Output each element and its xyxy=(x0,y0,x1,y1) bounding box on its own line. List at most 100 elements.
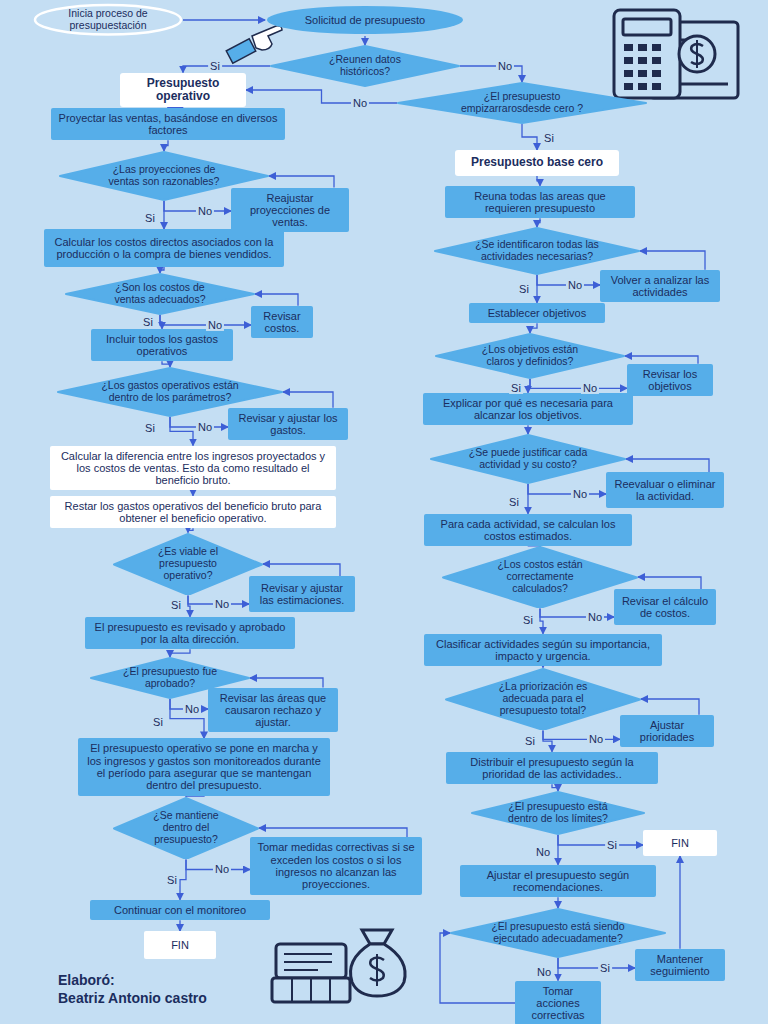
node-label: ¿El presupuesto está siendo ejecutado ad… xyxy=(491,921,625,945)
node-text-wrap: Revisar los objetivos xyxy=(632,368,708,393)
connector xyxy=(530,323,537,333)
node-text-wrap: Revisar y ajustar las estimaciones. xyxy=(254,582,350,607)
process-box: Revisar y ajustar las estimaciones. xyxy=(249,576,355,612)
node-label: Revisar y ajustar los gastos. xyxy=(233,412,343,437)
node-text-wrap: Reuna todas las areas que requieren pres… xyxy=(450,190,630,215)
node-outline xyxy=(35,5,181,35)
node-label: Revisar el cálculo de costos. xyxy=(619,595,711,620)
node-label: Reajustar proyecciones de ventas. xyxy=(236,192,344,229)
process-box: Explicar por qué es necesaria para alcan… xyxy=(423,393,633,426)
connector xyxy=(558,835,643,845)
node-text-wrap: Para cada actividad, se calculan los cos… xyxy=(429,518,627,543)
node-label: Solicitud de presupuesto xyxy=(285,14,445,26)
process-box: Proyectar las ventas, basándose en diver… xyxy=(51,108,285,141)
connector xyxy=(183,66,270,73)
process-box: Tomar medidas correctivas si se exceden … xyxy=(250,837,422,894)
node-text-wrap: FIN xyxy=(149,939,211,951)
node-label: Proyectar las ventas, basándose en diver… xyxy=(56,112,280,137)
node-text-wrap: Ajustar el presupuesto según recomendaci… xyxy=(465,869,651,894)
edge-label: Si xyxy=(165,874,179,886)
connector xyxy=(537,218,540,227)
connector xyxy=(626,459,709,472)
process-box: Clasificar actividades según su importan… xyxy=(424,634,662,667)
edge-label: Si xyxy=(521,614,535,626)
node-text-wrap: Mantener seguimiento xyxy=(640,953,720,978)
node-text-wrap: ¿Son los costos de ventas adecuados? xyxy=(101,282,219,306)
node-label: ¿El presupuesto empizarrarosdesde cero ? xyxy=(445,91,600,115)
node-text-wrap: Ajustar prioridades xyxy=(625,719,709,744)
connector xyxy=(246,90,397,103)
edge-label: Si xyxy=(542,132,556,144)
node-text-wrap: Proyectar las ventas, basándose en diver… xyxy=(56,112,280,137)
node-label: Establecer objetivos xyxy=(474,307,600,319)
decision-diamond: ¿Es viable el presupuesto operativo? xyxy=(113,533,263,596)
process-box: Reevaluar o eliminar la actividad. xyxy=(606,472,724,508)
node-text-wrap: Continuar con el monitoreo xyxy=(95,904,265,916)
node-text-wrap: Establecer objetivos xyxy=(474,307,600,319)
node-label: ¿El presupuesto está dentro de los límit… xyxy=(504,801,612,825)
process-box: Reajustar proyecciones de ventas. xyxy=(231,188,349,233)
process-box: Revisar el cálculo de costos. xyxy=(614,589,716,625)
connector xyxy=(364,36,365,45)
connector xyxy=(183,19,265,20)
node-text-wrap: El presupuesto es revisado y aprobado po… xyxy=(90,621,290,646)
result-box: FIN xyxy=(643,830,717,856)
connector xyxy=(552,784,558,791)
node-text-wrap: ¿Es viable el presupuesto operativo? xyxy=(142,546,235,581)
edge-label: No xyxy=(213,863,231,875)
edge-label: No xyxy=(196,205,214,217)
node-label: Continuar con el monitoreo xyxy=(95,904,265,916)
node-label: ¿Reunen datos históricos? xyxy=(306,54,424,78)
process-box: Revisar las áreas que causaron rechazo y… xyxy=(208,688,338,733)
decision-diamond: ¿Reunen datos históricos? xyxy=(270,45,460,87)
node-text-wrap: ¿Las proyecciones de ventas son razonabl… xyxy=(99,164,229,188)
node-label: Calcular los costos directos asociados c… xyxy=(49,236,279,261)
connector xyxy=(162,361,170,367)
edge-label: Si xyxy=(143,212,157,224)
node-text-wrap: Calcular la diferencia entre los ingreso… xyxy=(55,450,331,487)
node-text-wrap: ¿Se puede justificar cada actividad y su… xyxy=(467,447,589,471)
node-text-wrap: ¿Se mantiene dentro del presupuesto? xyxy=(141,810,232,845)
edge-label: No xyxy=(196,421,214,433)
process-box: Mantener seguimiento xyxy=(635,949,725,982)
node-label: ¿Las proyecciones de ventas son razonabl… xyxy=(99,164,229,188)
node-text-wrap: Clasificar actividades según su importan… xyxy=(429,638,657,663)
node-outline xyxy=(271,46,459,86)
connector xyxy=(255,294,298,306)
node-label: Revisar los objetivos xyxy=(632,368,708,393)
decision-diamond: ¿El presupuesto empizarrarosdesde cero ? xyxy=(397,82,647,124)
node-outline xyxy=(66,274,254,314)
edge-label: Si xyxy=(507,496,521,508)
node-outline xyxy=(435,228,639,274)
connector xyxy=(530,379,627,388)
node-text-wrap: ¿Los objetivos están claros y definidos? xyxy=(471,344,589,368)
node-label: El presupuesto operativo se pone en marc… xyxy=(83,742,325,791)
node-label: Restar los gastos operativos del benefic… xyxy=(55,500,331,525)
node-text-wrap: ¿El presupuesto está dentro de los límit… xyxy=(504,801,612,825)
edge-label: No xyxy=(534,846,552,858)
node-outline xyxy=(398,83,646,123)
edge-label: Si xyxy=(141,316,155,328)
node-text-wrap: ¿El presupuesto fue aprobado? xyxy=(120,666,219,690)
process-box: Volver a analizar las actividades xyxy=(600,270,720,303)
node-label: FIN xyxy=(149,939,211,951)
section-heading-box: Presupuesto base cero xyxy=(455,150,619,176)
edge-label: Si xyxy=(523,735,537,747)
connector xyxy=(250,678,323,688)
decision-diamond: ¿Se mantiene dentro del presupuesto? xyxy=(113,797,259,860)
process-box: Revisar los objetivos xyxy=(627,364,713,397)
node-outline xyxy=(267,6,463,34)
process-box: Continuar con el monitoreo xyxy=(90,900,270,920)
node-text-wrap: ¿Los costos están correctamente calculad… xyxy=(479,559,601,594)
node-label: ¿Los objetivos están claros y definidos? xyxy=(471,344,589,368)
node-label: Clasificar actividades según su importan… xyxy=(429,638,657,663)
edge-label: No xyxy=(496,60,514,72)
node-label: Tomar acciones correctivas xyxy=(520,985,596,1022)
connector xyxy=(557,958,558,981)
decision-diamond: ¿La priorización es adecuada para el pre… xyxy=(445,668,641,731)
decision-diamond: ¿Se puede justificar cada actividad y su… xyxy=(430,434,626,484)
process-box: Reuna todas las areas que requieren pres… xyxy=(445,186,635,219)
connector xyxy=(263,564,340,576)
connector xyxy=(192,491,193,496)
